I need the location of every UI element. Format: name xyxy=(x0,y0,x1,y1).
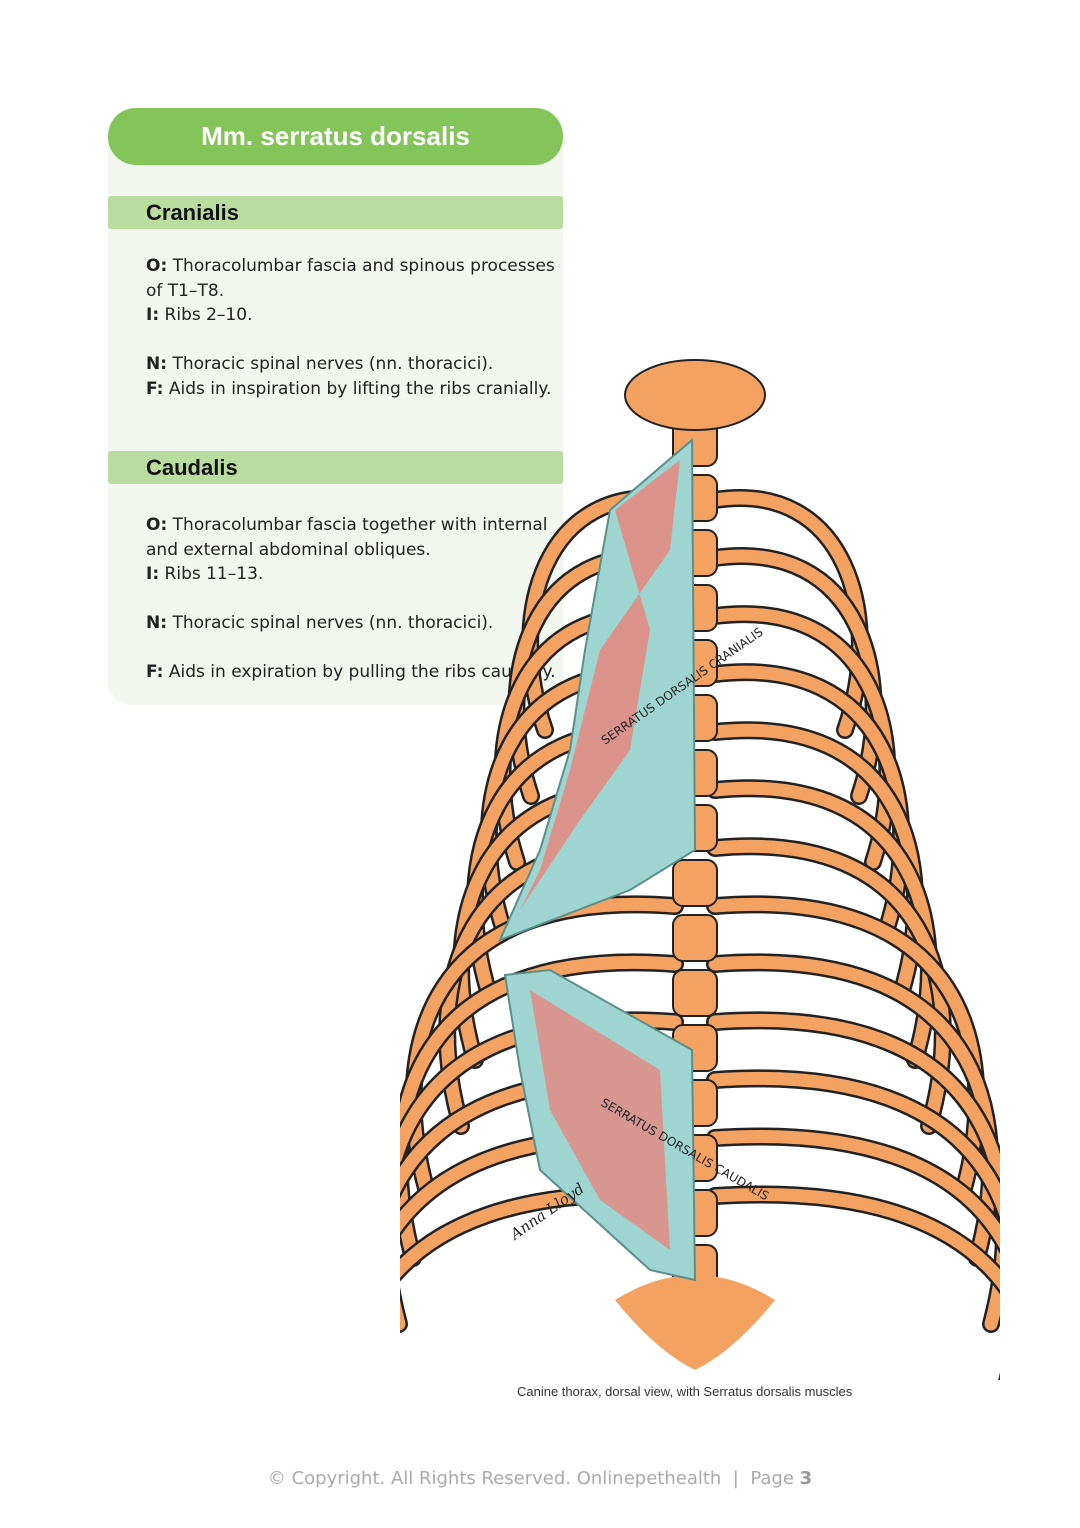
figure-caption: Canine thorax, dorsal view, with Serratu… xyxy=(517,1384,853,1399)
function: F: Aids in inspiration by lifting the ri… xyxy=(146,378,552,399)
rib xyxy=(708,665,908,935)
serratus-cranialis-muscle xyxy=(498,437,697,942)
copyright: © Copyright. All Rights Reserved. Online… xyxy=(267,1468,722,1489)
rib xyxy=(708,549,881,803)
rib xyxy=(708,1188,1000,1291)
footer: © Copyright. All Rights Reserved. Online… xyxy=(0,1468,1080,1489)
page-title: Mm. serratus dorsalis xyxy=(108,108,563,165)
caudalis-details: O: Thoracolumbar fascia together with in… xyxy=(146,513,561,685)
rib xyxy=(708,491,867,737)
cranialis-details: O: Thoracolumbar fascia and spinous proc… xyxy=(146,254,561,401)
separator: | xyxy=(732,1468,739,1489)
rib xyxy=(706,1185,1000,1295)
section-heading-cranialis: Cranialis xyxy=(108,196,563,229)
rib xyxy=(708,607,894,869)
section-heading-text: Caudalis xyxy=(146,455,238,480)
nerve: N: Thoracic spinal nerves (nn. thoracici… xyxy=(146,354,494,374)
origin: O: Thoracolumbar fascia and spinous proc… xyxy=(146,256,555,301)
rib xyxy=(708,1130,1000,1249)
rib xyxy=(400,955,682,1265)
serratus-caudalis-muscle xyxy=(503,968,697,1282)
thorax-illustration: SERRATUS DORSALIS CRANIALIS SERRATUS DOR… xyxy=(400,359,1000,1380)
vertebra xyxy=(672,969,718,1017)
rib xyxy=(706,1011,1000,1333)
nerve: N: Thoracic spinal nerves (nn. thoracici… xyxy=(146,613,494,633)
function: F: Aids in expiration by pulling the rib… xyxy=(146,662,556,682)
rib xyxy=(706,1127,1000,1255)
rib xyxy=(708,1014,1000,1331)
section-heading-text: Cranialis xyxy=(146,200,239,225)
rib xyxy=(708,1072,1000,1218)
rib xyxy=(708,955,997,1265)
insertion: I: Ribs 11–13. xyxy=(146,564,264,584)
page-label: Page xyxy=(750,1468,794,1489)
origin: O: Thoracolumbar fascia together with in… xyxy=(146,515,548,560)
page-number: 3 xyxy=(799,1468,813,1489)
vertebra xyxy=(672,859,718,907)
insertion: I: Ribs 2–10. xyxy=(146,305,253,325)
section-heading-caudalis: Caudalis xyxy=(108,451,563,484)
atlas-vertebra xyxy=(624,359,766,431)
rib xyxy=(706,1069,1000,1380)
sacrum xyxy=(615,1275,775,1370)
vertebra xyxy=(672,914,718,962)
rib xyxy=(400,1188,682,1279)
